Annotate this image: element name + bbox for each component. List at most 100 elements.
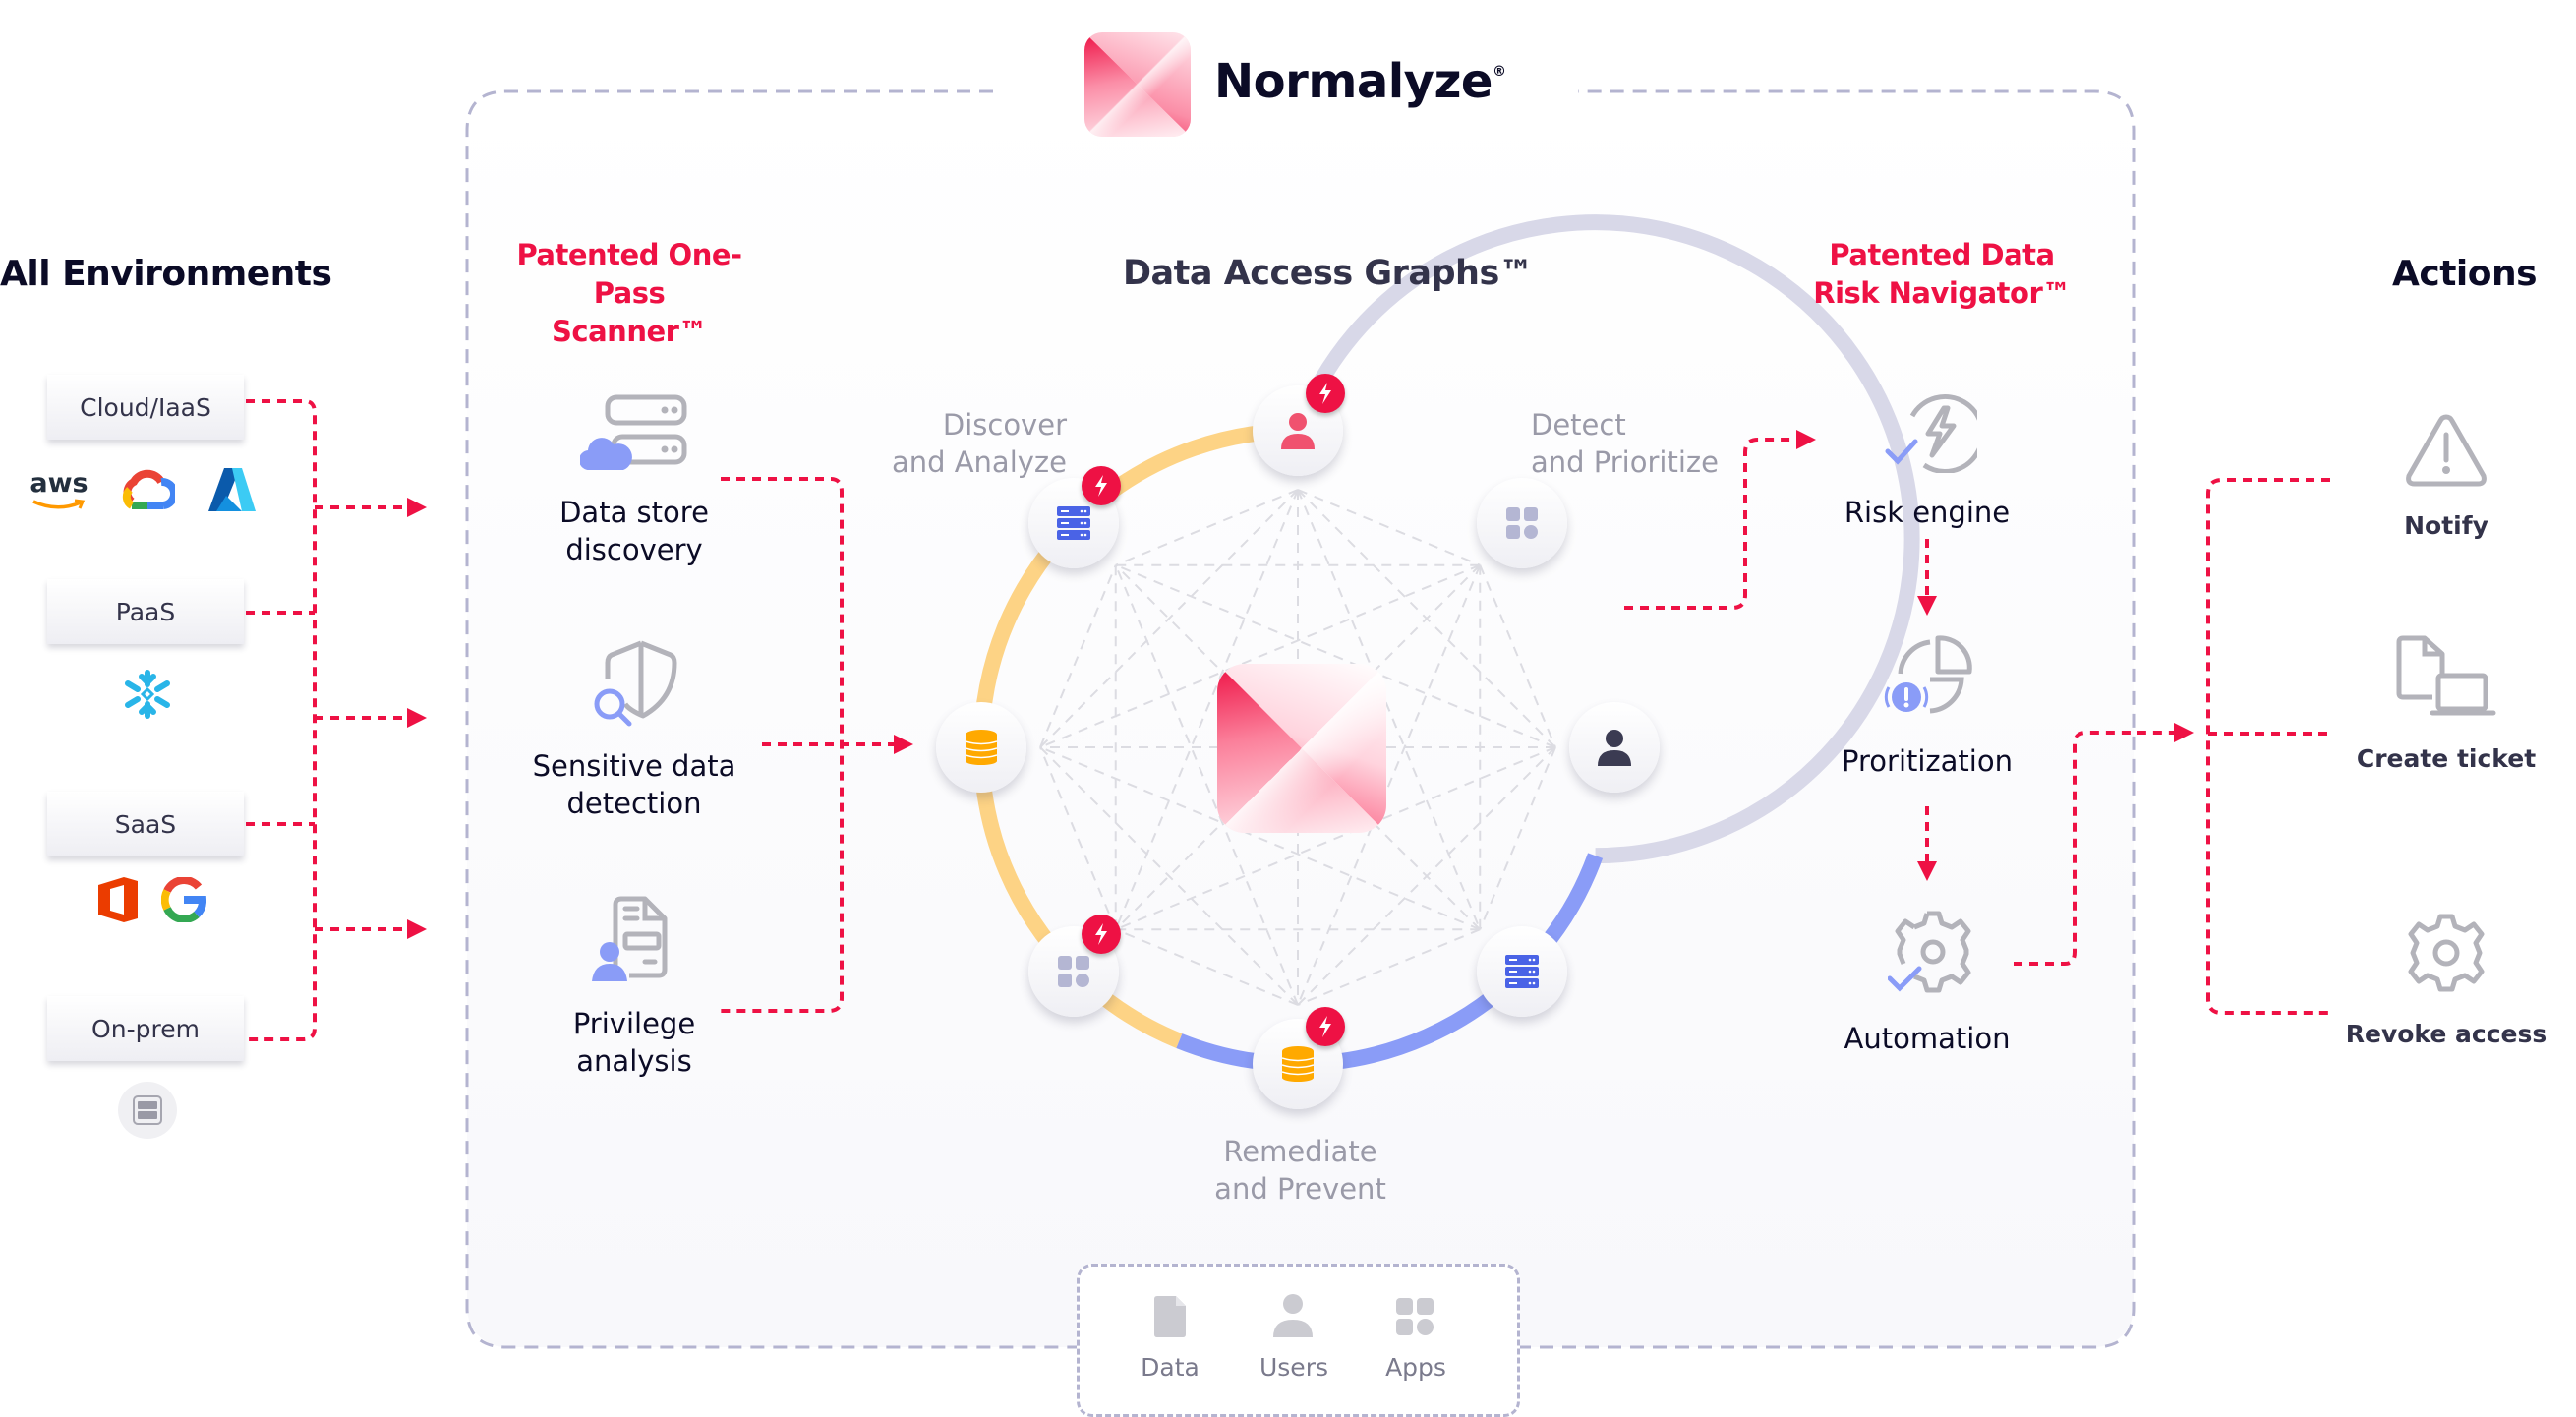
feature-data-store-discovery: Data store discovery (511, 494, 757, 568)
database-icon (1282, 1046, 1314, 1082)
legend-box: Data Users Apps (1077, 1264, 1520, 1417)
mesh-edge (1115, 746, 1556, 931)
env-cloud-iaas[interactable]: Cloud/IaaS (47, 375, 244, 440)
action-notify[interactable]: Notify (2404, 511, 2488, 540)
step-risk-engine: Risk engine (1844, 496, 2011, 529)
lightning-icon (1319, 383, 1331, 404)
server-icon (1504, 954, 1539, 988)
feature-line: detection (566, 787, 702, 820)
apps-icon (1058, 955, 1090, 987)
mesh-edge (1039, 746, 1481, 931)
server-icon (133, 1095, 162, 1125)
actions-connectors (2206, 478, 2330, 1015)
shield-search-icon (594, 640, 677, 727)
ticket-laptop-icon (2396, 635, 2496, 716)
action-create-ticket[interactable]: Create ticket (2356, 744, 2537, 773)
google-cloud-logo (122, 469, 175, 509)
stage-line: and Prevent (1214, 1172, 1386, 1206)
lightning-icon (1095, 922, 1108, 945)
mesh-edge (1297, 489, 1481, 566)
stage-line: Detect (1531, 408, 1626, 442)
feature-line: discovery (565, 533, 703, 566)
office-logo (98, 877, 138, 922)
step-automation: Automation (1844, 1022, 2011, 1055)
on-prem-server-badge (118, 1082, 177, 1139)
environment-connectors (246, 399, 427, 1041)
gear-check-icon (1888, 911, 1971, 993)
scanner-title-line1: Patented One- (516, 238, 742, 271)
apps-icon (1505, 507, 1538, 540)
warning-icon (2406, 414, 2487, 487)
action-revoke-access[interactable]: Revoke access (2345, 1020, 2547, 1048)
mesh-edge (1039, 746, 1299, 1006)
legend-apps: Apps (1385, 1353, 1446, 1382)
aws-logo-text: aws (29, 468, 88, 499)
mesh-edge (1115, 928, 1299, 1006)
database-node-bottom[interactable] (1253, 1019, 1343, 1109)
stage-line: and Prioritize (1531, 445, 1719, 479)
graph-center-logo (1217, 664, 1386, 833)
feature-sensitive-data-detection: Sensitive data detection (501, 747, 767, 822)
mesh-edge (1297, 489, 1482, 930)
feature-line: Privilege (572, 1007, 696, 1040)
server-icon (1057, 506, 1091, 541)
mesh-edge (1479, 564, 1556, 748)
lightning-check-icon (1885, 393, 1977, 473)
user-icon (1273, 1294, 1313, 1337)
alert-badge (1306, 1007, 1345, 1046)
alert-badge (1082, 914, 1122, 954)
brand-logo (1084, 32, 1191, 137)
scanner-title-line2: Pass Scanner™ (552, 276, 707, 348)
mesh-edge (1114, 564, 1299, 1006)
alert-badge (1306, 374, 1345, 413)
stage-remediate: Remediate and Prevent (1160, 1133, 1440, 1208)
user-document-icon (592, 896, 668, 981)
legend-data: Data (1141, 1353, 1200, 1382)
step-prioritization: Proritization (1842, 744, 2013, 778)
mesh-edge (1039, 563, 1481, 748)
graph-title: Data Access Graphs™ (1123, 254, 1534, 293)
lightning-icon (1095, 475, 1108, 498)
database-icon (966, 730, 997, 765)
user-icon (1281, 412, 1315, 449)
snowflake-logo (125, 670, 170, 719)
mesh-edge (1039, 489, 1299, 748)
gear-icon (2408, 914, 2485, 992)
environments-title: All Environments (0, 254, 332, 294)
env-on-prem[interactable]: On-prem (47, 996, 244, 1061)
brand-trademark: ® (1492, 64, 1506, 80)
alert-badge (1082, 466, 1122, 506)
azure-logo (208, 468, 256, 511)
apps-node-top-right[interactable] (1476, 478, 1567, 569)
env-paas[interactable]: PaaS (47, 579, 244, 644)
brand-text: Normalyze (1214, 54, 1493, 109)
feature-line: analysis (576, 1044, 692, 1078)
aws-logo: aws (29, 470, 88, 509)
server-node-bottom-right[interactable] (1476, 925, 1567, 1017)
mesh-edge (1115, 563, 1556, 748)
stage-line: Discover (942, 408, 1067, 442)
stage-discover: Discover and Analyze (885, 406, 1067, 481)
actions-title: Actions (2392, 254, 2538, 294)
stage-line: and Analyze (891, 445, 1067, 479)
feature-line: Data store (559, 496, 709, 529)
user-node-right[interactable] (1569, 702, 1660, 793)
user-icon (1598, 729, 1631, 766)
mesh-edge (1297, 564, 1482, 1006)
ring-arc-detect (1290, 214, 1920, 864)
brand-name: Normalyze® (1214, 54, 1506, 109)
ring-arc-remediate (1176, 853, 1604, 1072)
navigator-title: Patented Data Risk Navigator™ (1809, 236, 2075, 313)
stage-line: Remediate (1223, 1135, 1377, 1168)
env-saas[interactable]: SaaS (47, 792, 244, 856)
legend-users: Users (1259, 1353, 1328, 1382)
mesh-edge (1115, 489, 1299, 566)
feature-privilege-analysis: Privilege analysis (511, 1005, 757, 1080)
stage-detect: Detect and Prioritize (1531, 406, 1786, 481)
mesh-edge (1297, 928, 1481, 1006)
navigator-title-line1: Patented Data (1829, 238, 2055, 271)
mesh-edge (1039, 564, 1117, 748)
graph-ring (973, 214, 1920, 1072)
database-node-left[interactable] (936, 702, 1026, 793)
google-logo (161, 877, 206, 922)
